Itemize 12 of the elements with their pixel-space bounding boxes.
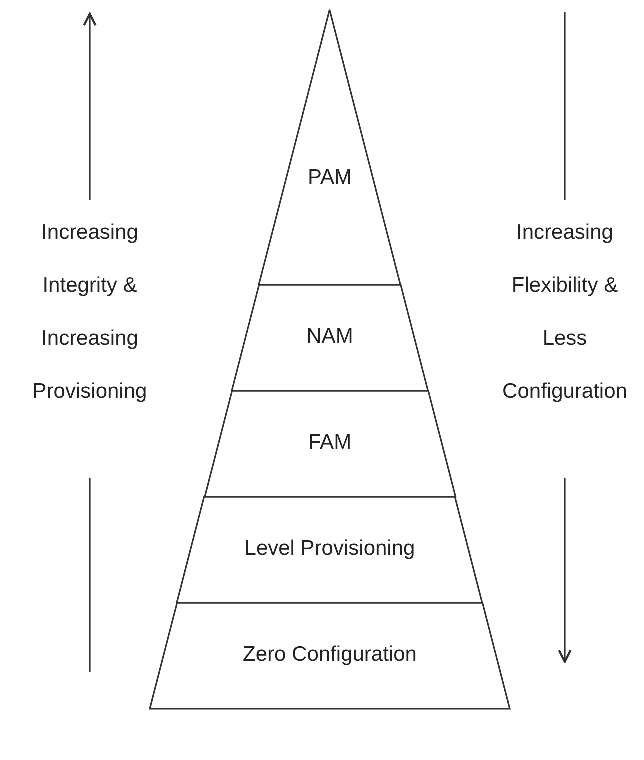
pyramid-apex bbox=[259, 10, 401, 285]
tier-label: FAM bbox=[307, 431, 353, 455]
axis-label: Increasing Flexibility & Less Configuration bbox=[502, 220, 628, 405]
axis-label: Increasing Integrity & Increasing Provisioning bbox=[32, 220, 148, 405]
pyramid-tier bbox=[150, 603, 510, 709]
pyramid-tier bbox=[177, 497, 483, 603]
tier-label: Level Provisioning bbox=[244, 537, 416, 561]
tier-label: PAM bbox=[307, 166, 353, 190]
pyramid-tier bbox=[232, 285, 428, 391]
tier-label: NAM bbox=[306, 325, 354, 349]
tier-label: Zero Configuration bbox=[242, 643, 418, 667]
pyramid-tier bbox=[204, 391, 456, 497]
